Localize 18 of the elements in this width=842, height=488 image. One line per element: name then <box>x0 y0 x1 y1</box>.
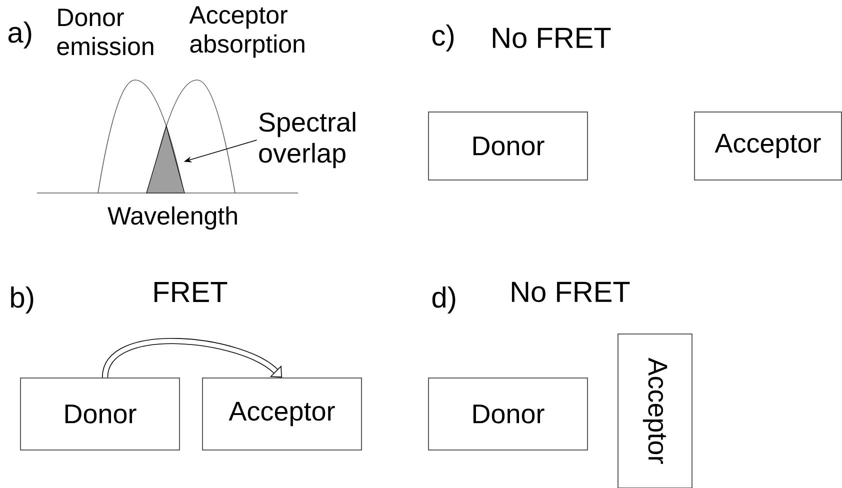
callout-text: Spectral overlap <box>259 112 356 168</box>
panel-title: FRET <box>154 282 228 302</box>
molecule-box: Acceptor <box>202 378 362 450</box>
panel-title: No FRET <box>492 28 611 48</box>
panel-letter: c) <box>432 24 454 52</box>
molecule-box: Donor <box>428 378 588 450</box>
curve-label: Acceptor absorption <box>189 6 304 58</box>
panel-letter: d) <box>432 286 456 314</box>
molecule-box: Donor <box>428 112 588 180</box>
molecule-box: Donor <box>20 378 180 450</box>
panel-letter: b) <box>11 286 34 314</box>
panel-letter: a) <box>8 21 32 48</box>
overlap-region <box>146 124 185 194</box>
panel-title: No FRET <box>512 282 630 302</box>
molecule-box: Acceptor <box>694 112 842 180</box>
transfer-arrow <box>102 338 282 378</box>
molecule-box: Acceptor <box>618 334 692 488</box>
curve-label: Donor emission <box>57 8 154 56</box>
